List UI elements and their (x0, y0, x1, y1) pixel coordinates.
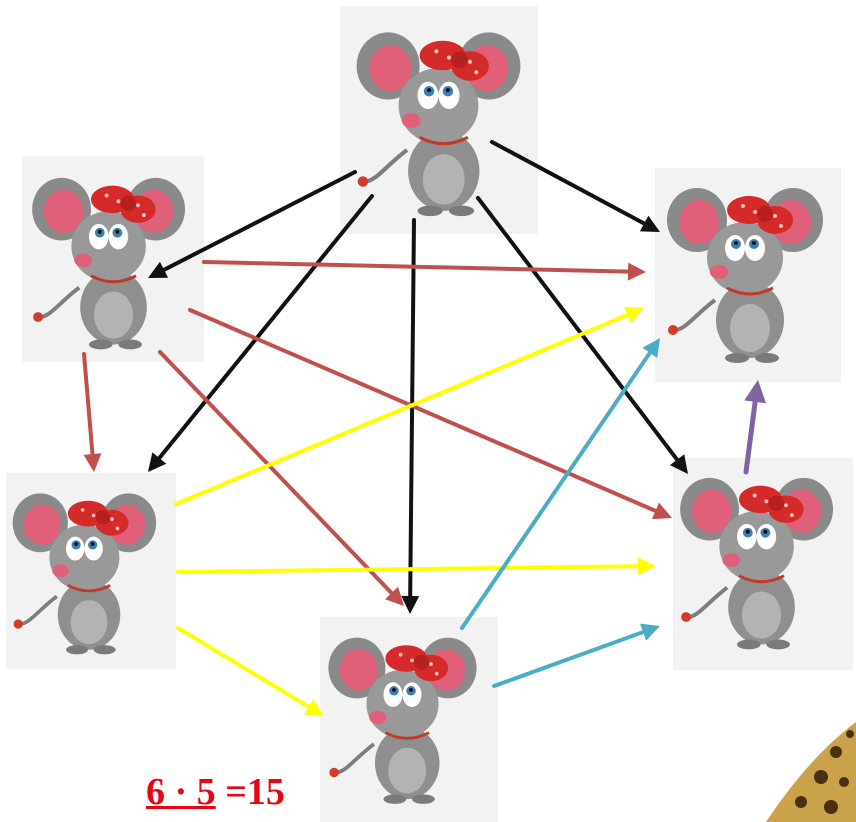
arrow-upper-left-to-upper-right (202, 260, 631, 274)
leopard-fur-decoration (766, 722, 856, 822)
arrow-lower-left-to-bottom (176, 626, 311, 709)
arrowhead-top-to-lower-left (148, 452, 167, 472)
mouse-lower-left (6, 473, 176, 669)
arrow-bottom-to-lower-right (492, 630, 646, 688)
arrowhead-bottom-to-upper-right (642, 338, 660, 358)
mouse-lower-right (673, 458, 853, 670)
arrowhead-lower-right-to-upper-right (744, 380, 767, 404)
arrowhead-top-to-upper-left (148, 261, 169, 278)
arrowhead-lower-left-to-upper-right (623, 306, 644, 324)
arrow-top-to-lower-left (157, 194, 374, 461)
arrow-top-to-upper-left (162, 170, 357, 272)
arrowhead-lower-left-to-lower-right (637, 557, 656, 576)
formula-result: =15 (225, 771, 285, 813)
mouse-bottom (320, 617, 498, 822)
arrowhead-upper-left-to-upper-right (627, 262, 646, 281)
arrow-lower-left-to-lower-right (176, 564, 641, 574)
arrow-top-to-lower-right (476, 196, 680, 462)
arrowhead-top-to-upper-right (639, 215, 660, 232)
arrow-bottom-to-upper-right (460, 350, 652, 630)
formula: 6 · 5 =15 (146, 770, 285, 814)
arrowhead-bottom-to-lower-right (640, 623, 660, 641)
arrow-lower-right-to-upper-right (743, 399, 758, 475)
arrow-lower-left-to-upper-right (174, 312, 630, 506)
arrowhead-upper-left-to-bottom (385, 586, 404, 606)
arrowhead-upper-left-to-lower-left (83, 453, 102, 472)
formula-numerator: 6 · 5 (146, 771, 216, 813)
arrow-upper-left-to-lower-left (82, 352, 95, 457)
arrowhead-top-to-lower-right (669, 454, 688, 474)
arrowhead-lower-left-to-bottom (303, 698, 324, 716)
arrow-upper-left-to-bottom (158, 350, 394, 596)
arrow-top-to-upper-right (490, 140, 647, 226)
arrow-upper-left-to-lower-right (188, 308, 658, 513)
arrowhead-top-to-bottom (401, 595, 420, 614)
mouse-upper-left (22, 156, 204, 362)
mouse-upper-right (655, 168, 841, 382)
arrowhead-upper-left-to-lower-right (651, 502, 672, 520)
